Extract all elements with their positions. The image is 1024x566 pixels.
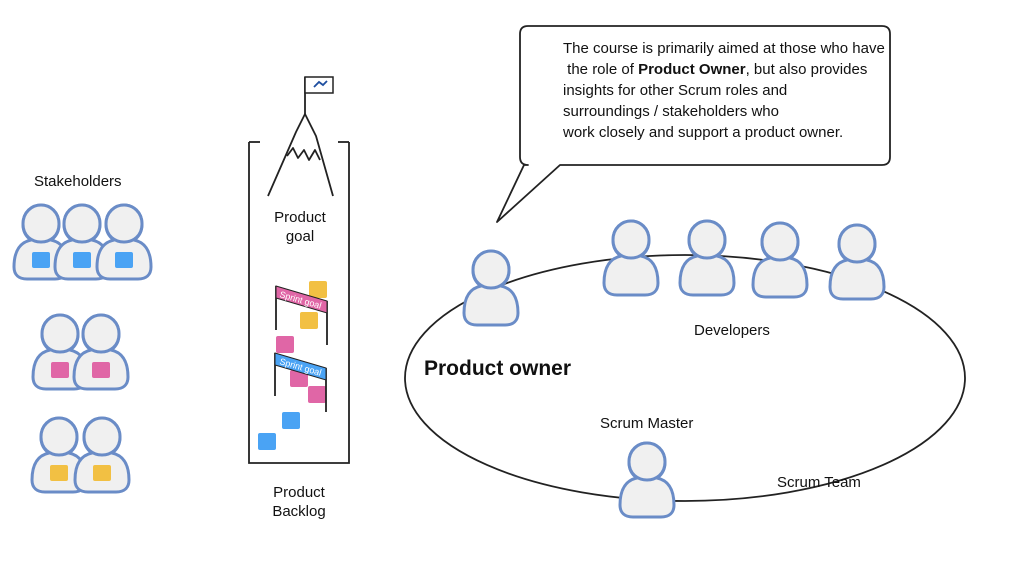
stakeholder-person-icon bbox=[72, 313, 130, 391]
speech-bubble bbox=[496, 25, 891, 223]
stakeholders-label: Stakeholders bbox=[34, 173, 122, 190]
stakeholder-person-icon bbox=[73, 416, 131, 494]
backlog-card-blue bbox=[258, 433, 276, 450]
developer-person-icon bbox=[828, 223, 886, 301]
product-backlog-label-line2: Backlog bbox=[272, 503, 326, 520]
stakeholder-person-icon bbox=[12, 203, 70, 281]
product-backlog-label-line1: Product bbox=[273, 484, 325, 501]
bubble-line-2-post: , but also provides bbox=[745, 61, 868, 78]
bubble-line-3: insights for other Scrum roles and bbox=[563, 82, 788, 99]
bubble-line-2: the role of Product Owner, but also prov… bbox=[563, 59, 883, 80]
stakeholder-person-icon bbox=[53, 203, 111, 281]
product-goal-label-line2: goal bbox=[285, 228, 315, 245]
stakeholder-person-icon bbox=[30, 416, 88, 494]
bubble-line-1: The course is primarily aimed at those w… bbox=[563, 40, 885, 57]
product-goal-label-line1: Product bbox=[274, 209, 326, 226]
product-owner-label: Product owner bbox=[424, 357, 572, 380]
product-owner-person-icon bbox=[462, 249, 520, 327]
bubble-line-2-bold: Product Owner bbox=[638, 61, 746, 78]
backlog-card-pink bbox=[290, 370, 308, 387]
bubble-line-4: surroundings / stakeholders who bbox=[563, 103, 779, 120]
backlog-card-blue bbox=[282, 412, 300, 429]
backlog-column bbox=[248, 142, 350, 464]
flag-icon bbox=[304, 76, 334, 114]
backlog-card-pink bbox=[308, 386, 326, 403]
bubble-line-5: work closely and support a product owner… bbox=[563, 124, 844, 141]
backlog-card-yellow bbox=[309, 281, 327, 298]
developer-person-icon bbox=[678, 219, 736, 297]
developers-label: Developers bbox=[694, 322, 770, 339]
backlog-card-yellow bbox=[300, 312, 318, 329]
mountain-icon bbox=[267, 113, 334, 197]
stakeholder-person-icon bbox=[95, 203, 153, 281]
backlog-card-pink bbox=[276, 336, 294, 353]
scrum-master-person-icon bbox=[618, 441, 676, 519]
stakeholder-person-icon bbox=[31, 313, 89, 391]
developer-person-icon bbox=[602, 219, 660, 297]
speech-bubble-text: The course is primarily aimed at those w… bbox=[563, 38, 885, 143]
scrum-team-label: Scrum Team bbox=[777, 474, 861, 491]
scrum-master-label: Scrum Master bbox=[600, 415, 694, 432]
scrum-team-ellipse bbox=[404, 254, 966, 502]
bubble-line-2-pre: the role of bbox=[567, 61, 639, 78]
